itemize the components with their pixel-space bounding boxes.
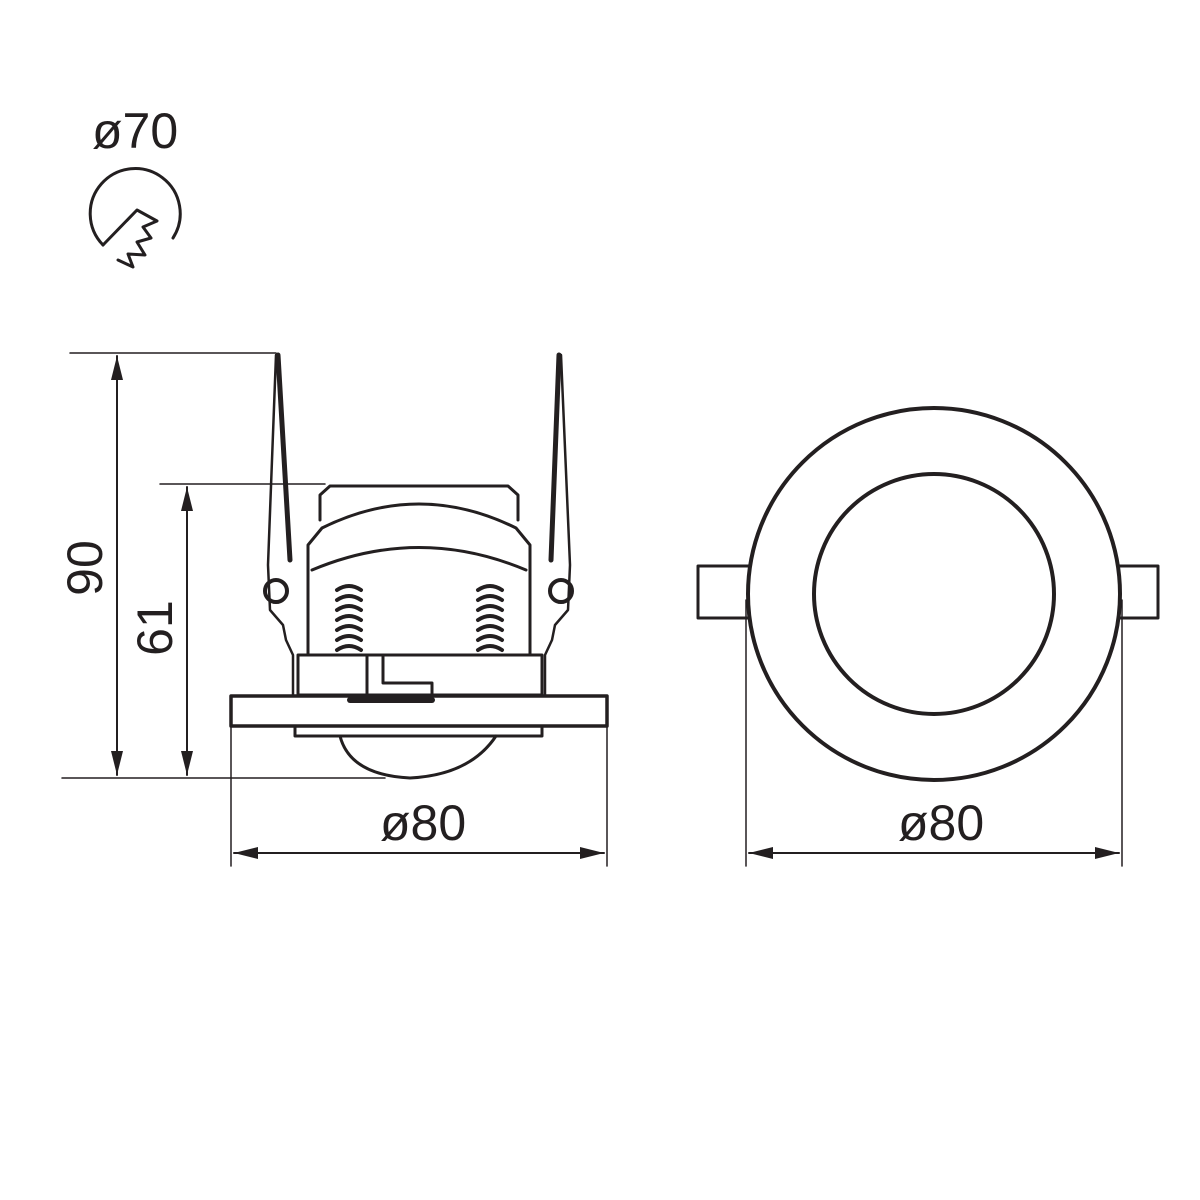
side-view — [61, 352, 609, 867]
side-diameter-label: ø80 — [380, 795, 466, 851]
top-view — [696, 406, 1160, 867]
cutout-saw-icon — [88, 167, 182, 269]
total-height-label: 90 — [57, 540, 113, 596]
cutout-diameter-label: ø70 — [92, 103, 178, 159]
spring-coil-left — [335, 584, 363, 652]
body-height-label: 61 — [127, 600, 183, 656]
spring-coil-right — [476, 584, 504, 652]
top-diameter-label: ø80 — [898, 795, 984, 851]
